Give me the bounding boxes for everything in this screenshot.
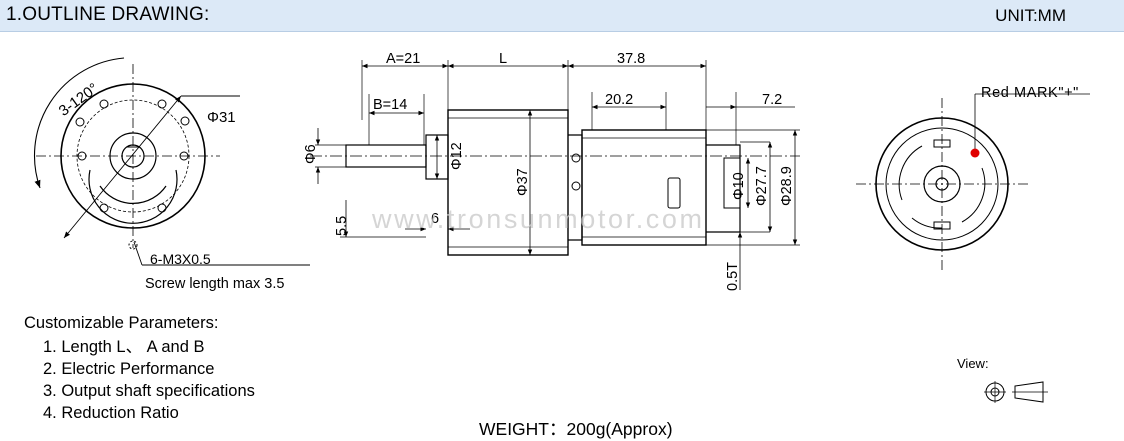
dim-b: B=14 bbox=[373, 97, 407, 113]
side-view bbox=[310, 60, 800, 290]
dim-boss: Φ12 bbox=[449, 142, 465, 170]
watermark: www.tronsunmotor.com bbox=[371, 204, 705, 234]
params-item: 2. Electric Performance bbox=[43, 360, 215, 378]
params-item: 1. Length L、 A and B bbox=[43, 338, 205, 356]
extension-lines bbox=[315, 60, 800, 246]
dim-5-5: 5.5 bbox=[334, 216, 350, 236]
terminal bbox=[723, 157, 741, 209]
dim-28-9: Φ28.9 bbox=[779, 166, 795, 206]
red-mark-label: Red MARK"+" bbox=[981, 85, 1079, 101]
motor-can bbox=[581, 129, 707, 246]
customizable-parameters: Customizable Parameters: 1. Length L、 A … bbox=[24, 312, 255, 424]
rear-outer-circle bbox=[875, 117, 1009, 251]
dimension-lines bbox=[315, 63, 798, 290]
dim-6: 6 bbox=[431, 211, 439, 227]
front-diameter-label: Φ31 bbox=[207, 109, 236, 126]
outline-drawing: 3-120° Φ31 6-M3X0.5 Screw length max 3.5 bbox=[33, 51, 1090, 403]
dim-shaft: Φ6 bbox=[303, 144, 319, 164]
gearbox-body bbox=[447, 109, 569, 256]
dim-27-7: Φ27.7 bbox=[754, 166, 770, 206]
rear-terminal-bottom bbox=[933, 221, 951, 230]
front-centerlines bbox=[36, 64, 220, 248]
angle-label: 3-120° bbox=[56, 80, 102, 120]
unit-label: UNIT:MM bbox=[995, 6, 1066, 25]
params-heading: Customizable Parameters: bbox=[24, 314, 219, 332]
rear-hub bbox=[923, 165, 961, 203]
front-view bbox=[33, 57, 310, 266]
rear-view bbox=[856, 93, 1090, 272]
phi31-leader bbox=[63, 95, 182, 239]
params-item: 4. Reduction Ratio bbox=[43, 404, 179, 422]
projection-symbol bbox=[984, 381, 1048, 403]
dim-20-2: 20.2 bbox=[605, 92, 633, 108]
dim-terminal: 0.5T bbox=[725, 262, 741, 291]
dim-7-2: 7.2 bbox=[762, 92, 782, 108]
dim-gearbox: Φ37 bbox=[515, 168, 531, 196]
red-mark-dot bbox=[970, 148, 980, 158]
dim-a: A=21 bbox=[386, 51, 420, 67]
section-header: 1.OUTLINE DRAWING: UNIT:MM bbox=[0, 0, 1124, 32]
screw-leader bbox=[133, 241, 143, 266]
screw-spec-label: 6-M3X0.5 bbox=[150, 251, 211, 267]
section-title: 1.OUTLINE DRAWING: bbox=[6, 4, 210, 25]
dim-motor: 37.8 bbox=[617, 51, 645, 67]
dim-10: Φ10 bbox=[731, 172, 747, 200]
weight-label: WEIGHT：200g(Approx) bbox=[479, 419, 673, 439]
params-list: 1. Length L、 A and B 2. Electric Perform… bbox=[43, 336, 255, 424]
rear-terminal-top bbox=[933, 139, 951, 148]
side-dimension-labels: A=21 L 37.8 B=14 20.2 7.2 Φ6 Φ12 Φ37 Φ27… bbox=[303, 51, 795, 291]
view-label: View: bbox=[957, 356, 989, 371]
angle-arc bbox=[33, 57, 125, 189]
params-item: 3. Output shaft specifications bbox=[43, 382, 255, 400]
screw-holes bbox=[75, 99, 190, 250]
screw-length-label: Screw length max 3.5 bbox=[145, 276, 284, 292]
dim-l: L bbox=[499, 51, 507, 67]
